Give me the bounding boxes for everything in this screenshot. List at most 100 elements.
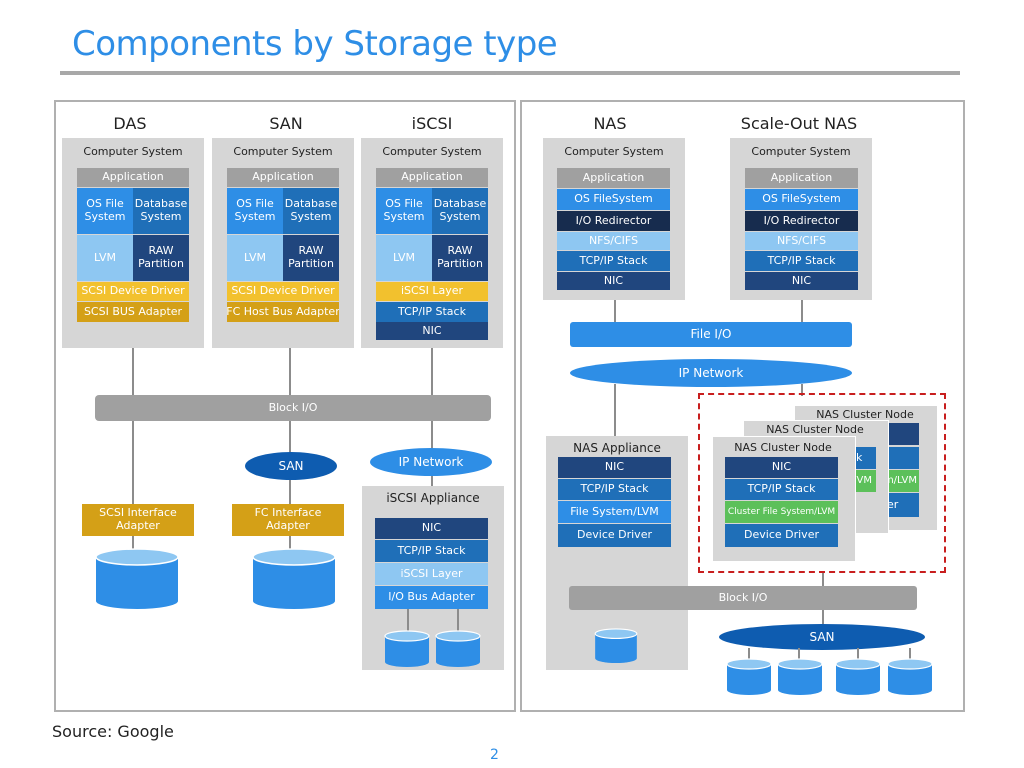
nas-os-filesystem: OS FileSystem [557, 189, 670, 210]
cluster-node-back-fs: m/LVM [887, 470, 919, 492]
das-raw-partition: RAW Partition [133, 235, 189, 281]
iscsi-header: iSCSI [411, 114, 453, 133]
scaleout-computer-system-label: Computer System [751, 145, 851, 158]
disk-icon [384, 630, 430, 667]
connector-line [289, 534, 291, 554]
nas-appliance-file-system-lvm: File System/LVM [558, 501, 671, 523]
iscsi-application: Application [376, 168, 488, 187]
scaleout-nfs-cifs: NFS/CIFS [745, 232, 858, 250]
disk-icon [594, 628, 638, 664]
nas-header: NAS [593, 114, 627, 133]
san-network-ellipse: SAN [245, 452, 337, 480]
connector-line [748, 648, 750, 662]
cluster-node-tcp-ip-stack: TCP/IP Stack [725, 479, 838, 500]
san-header: SAN [269, 114, 303, 133]
san-network-ellipse-right: SAN [719, 624, 925, 650]
nas-nic: NIC [557, 272, 670, 290]
das-header: DAS [113, 114, 147, 133]
nas-application: Application [557, 168, 670, 188]
das-computer-system-label: Computer System [83, 145, 183, 158]
san-scsi-device-driver: SCSI Device Driver [227, 282, 339, 301]
iscsi-os-file-system: OS File System [376, 188, 432, 234]
nas-computer-system-label: Computer System [564, 145, 664, 158]
nas-cluster-node-middle-label: NAS Cluster Node [766, 423, 864, 436]
disk-icon [726, 658, 772, 695]
san-raw-partition: RAW Partition [283, 235, 339, 281]
connector-line [801, 300, 803, 322]
iscsi-lvm: LVM [376, 235, 432, 281]
san-computer-system-label: Computer System [233, 145, 333, 158]
connector-line [822, 610, 824, 624]
das-os-file-system: OS File System [77, 188, 133, 234]
connector-line [801, 384, 803, 396]
connector-line [457, 609, 459, 635]
disk-icon [777, 658, 823, 695]
nas-cluster-node-front-label: NAS Cluster Node [734, 441, 832, 454]
cluster-region [698, 393, 946, 573]
block-io-bar: Block I/O [95, 395, 491, 421]
fc-interface-adapter: FC Interface Adapter [232, 504, 344, 536]
page-title: Components by Storage type [72, 24, 558, 64]
connector-line [822, 572, 824, 588]
cluster-node-cluster-file-system: Cluster File System/LVM [725, 501, 838, 523]
san-database-system: Database System [283, 188, 339, 234]
connector-line [132, 534, 134, 554]
nas-appliance-device-driver: Device Driver [558, 524, 671, 547]
page-number: 2 [490, 747, 499, 763]
scaleout-application: Application [745, 168, 858, 188]
connector-line [614, 384, 616, 436]
cluster-node-device-driver: Device Driver [725, 524, 838, 547]
nas-appliance-label: NAS Appliance [573, 441, 661, 455]
ip-network-ellipse-right: IP Network [570, 359, 852, 387]
connector-line [798, 648, 800, 662]
das-scsi-device-driver: SCSI Device Driver [77, 282, 189, 301]
nas-nfs-cifs: NFS/CIFS [557, 232, 670, 250]
das-application: Application [77, 168, 189, 187]
nas-appliance-nic: NIC [558, 457, 671, 478]
disk-icon [887, 658, 933, 695]
nas-cluster-node-back-label: NAS Cluster Node [816, 408, 914, 421]
connector-line [614, 300, 616, 322]
san-os-file-system: OS File System [227, 188, 283, 234]
cluster-node-nic: NIC [725, 457, 838, 478]
disk-icon [435, 630, 481, 667]
disk-icon [835, 658, 881, 695]
scaleout-nic: NIC [745, 272, 858, 290]
nas-io-redirector: I/O Redirector [557, 211, 670, 231]
source-note: Source: Google [52, 722, 174, 741]
iscsi-appliance-tcp-ip-stack: TCP/IP Stack [375, 540, 488, 562]
iscsi-computer-system-label: Computer System [382, 145, 482, 158]
iscsi-appliance-iscsi-layer: iSCSI Layer [375, 563, 488, 585]
ip-network-ellipse: IP Network [370, 448, 492, 476]
iscsi-appliance-nic: NIC [375, 518, 488, 539]
das-lvm: LVM [77, 235, 133, 281]
disk-icon [252, 548, 336, 609]
iscsi-appliance-io-bus-adapter: I/O Bus Adapter [375, 586, 488, 609]
connector-line [289, 346, 291, 396]
das-scsi-bus-adapter: SCSI BUS Adapter [77, 302, 189, 322]
cluster-node-back-nic [887, 423, 919, 445]
san-application: Application [227, 168, 339, 187]
title-underline [60, 71, 960, 75]
connector-line [132, 346, 134, 396]
scaleout-tcp-ip-stack: TCP/IP Stack [745, 251, 858, 271]
disk-icon [95, 548, 179, 609]
connector-line [431, 472, 433, 486]
iscsi-database-system: Database System [432, 188, 488, 234]
file-io-bar: File I/O [570, 322, 852, 347]
iscsi-layer: iSCSI Layer [376, 282, 488, 301]
scaleout-os-filesystem: OS FileSystem [745, 189, 858, 210]
iscsi-appliance-label: iSCSI Appliance [386, 491, 480, 505]
iscsi-raw-partition: RAW Partition [432, 235, 488, 281]
block-io-bar-right: Block I/O [569, 586, 917, 610]
nas-appliance-tcp-ip-stack: TCP/IP Stack [558, 479, 671, 500]
nas-tcp-ip-stack: TCP/IP Stack [557, 251, 670, 271]
san-fc-host-bus-adapter: FC Host Bus Adapter [227, 302, 339, 322]
cluster-node-middle-fs: VM [850, 470, 876, 492]
das-database-system: Database System [133, 188, 189, 234]
cluster-node-back-dd: er [887, 493, 919, 517]
scsi-interface-adapter: SCSI Interface Adapter [82, 504, 194, 536]
iscsi-nic: NIC [376, 322, 488, 340]
iscsi-tcp-ip-stack: TCP/IP Stack [376, 302, 488, 322]
connector-line [909, 648, 911, 662]
